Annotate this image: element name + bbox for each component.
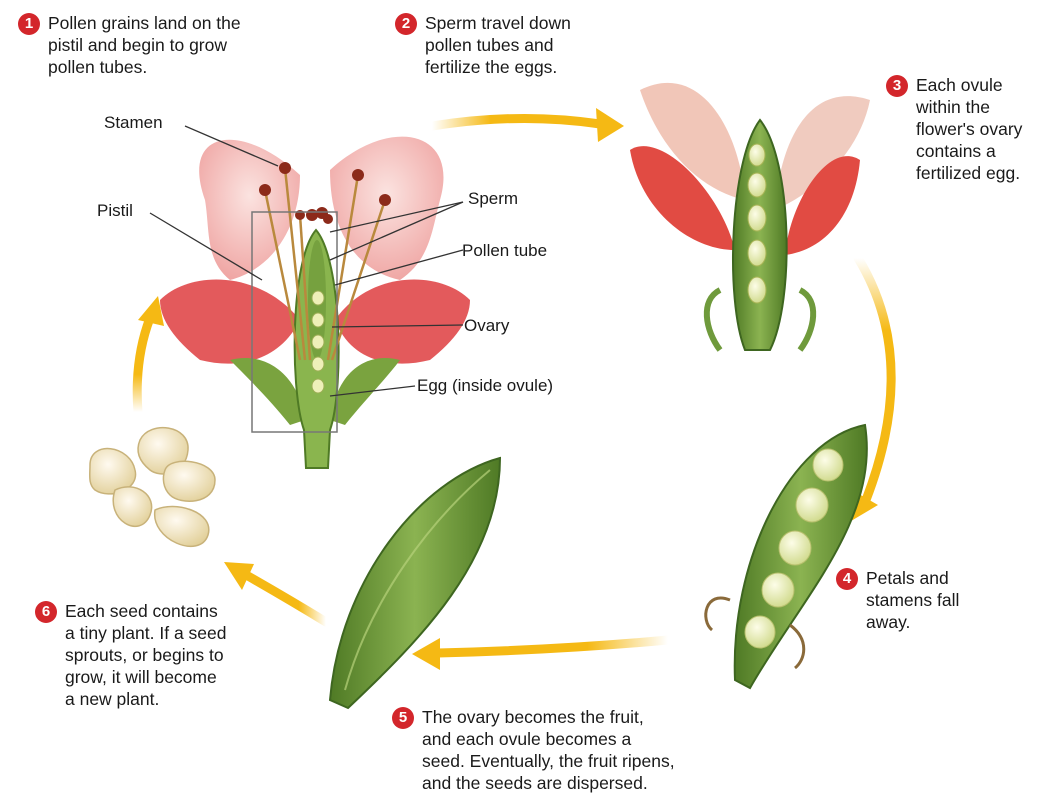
step-5-badge: 5 — [392, 707, 414, 729]
flower-illustration — [160, 137, 470, 468]
label-stamen: Stamen — [104, 113, 163, 133]
step-6-badge: 6 — [35, 601, 57, 623]
arrow-5-to-6 — [248, 576, 326, 622]
label-egg: Egg (inside ovule) — [417, 376, 553, 396]
step-5-text: The ovary becomes the fruit,and each ovu… — [422, 706, 675, 794]
label-sperm: Sperm — [468, 189, 518, 209]
arrow-6-to-1 — [137, 318, 150, 412]
arrow-1-to-2 — [432, 118, 600, 126]
arrow-4-to-5-head — [412, 638, 440, 670]
arrow-4-to-5 — [438, 640, 668, 653]
pod-illustration — [706, 425, 867, 688]
fertilized-flower-illustration — [630, 83, 870, 350]
step-1-badge: 1 — [18, 13, 40, 35]
seeds-illustration — [90, 428, 215, 547]
arrow-1-to-2-head — [596, 108, 624, 142]
step-3-badge: 3 — [886, 75, 908, 97]
fruit-illustration — [330, 458, 500, 708]
label-pollen-tube: Pollen tube — [462, 241, 547, 261]
label-ovary: Ovary — [464, 316, 509, 336]
label-pistil: Pistil — [97, 201, 133, 221]
step-2-badge: 2 — [395, 13, 417, 35]
step-4-badge: 4 — [836, 568, 858, 590]
